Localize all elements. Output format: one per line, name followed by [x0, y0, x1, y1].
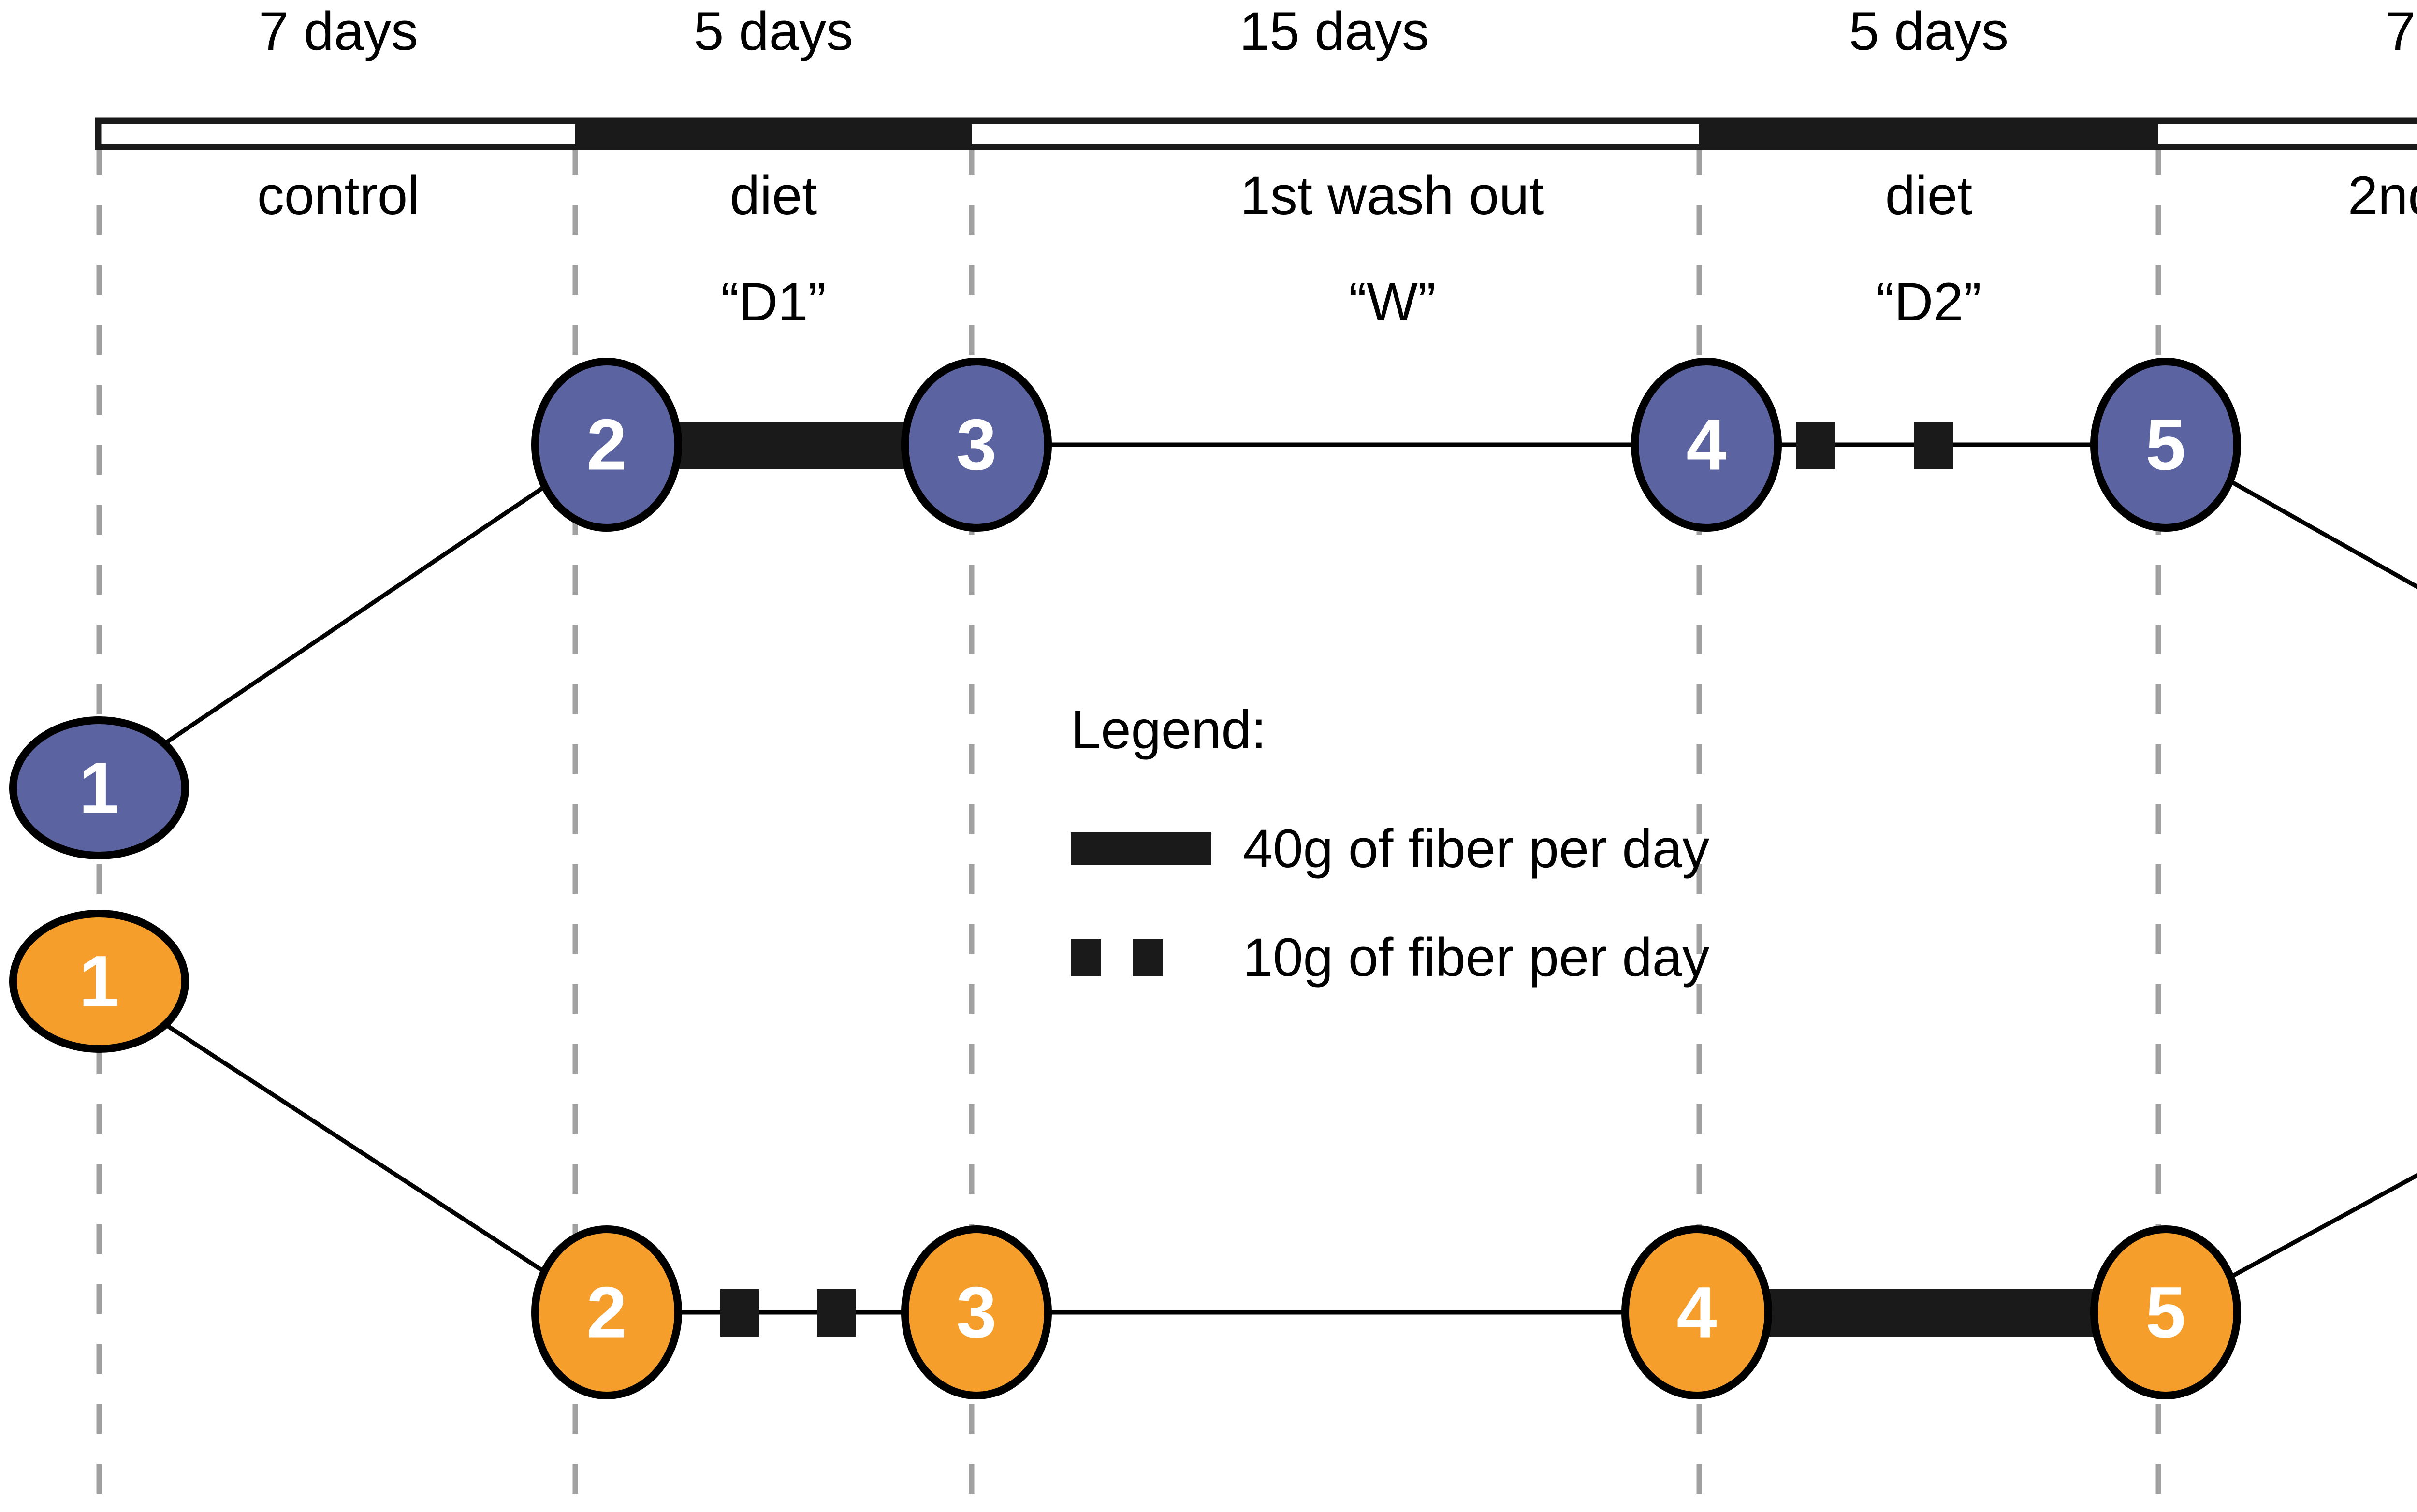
- phase-label-diet-1: diet: [729, 165, 817, 226]
- edge-blue-1-2: [98, 443, 608, 790]
- node-orange-3: [901, 1225, 1052, 1399]
- solid-bar-icon: [1071, 822, 1230, 875]
- timeline-block-diet-2: [1699, 118, 2158, 150]
- edge-orange-4-5-thick-40g: [1697, 1289, 2166, 1337]
- timeline-block-diet-1: [575, 118, 972, 150]
- duration-label-diet-2: 5 days: [1849, 1, 2009, 61]
- period-label-w: “W”: [1348, 272, 1436, 332]
- edge-blue-4-5-dash-b: [1914, 422, 1953, 469]
- edge-orange-5-6: [2164, 1173, 2417, 1314]
- edge-blue-4-5-dash-a: [1796, 422, 1835, 469]
- node-blue-1: [9, 716, 189, 859]
- duration-label-washout-2: 7 days: [2386, 1, 2417, 61]
- phase-label-control: control: [257, 165, 420, 226]
- node-orange-5: [2090, 1225, 2241, 1399]
- node-blue-5: [2090, 358, 2241, 532]
- orange-arm-nodes: [9, 910, 2241, 1399]
- blue-arm-nodes: [9, 358, 2241, 859]
- orange-arm-edges: [98, 979, 2417, 1337]
- duration-label-control: 7 days: [259, 1, 418, 61]
- duration-label-washout-1: 15 days: [1239, 1, 1429, 61]
- period-label-d1: “D1”: [721, 272, 826, 332]
- node-orange-4: [1621, 1225, 1772, 1399]
- node-orange-2: [531, 1225, 682, 1399]
- legend-item-10g: 10g of fiber per day: [1071, 930, 1709, 985]
- node-blue-4: [1631, 358, 1782, 532]
- period-label-d2: “D2”: [1876, 272, 1981, 332]
- phase-label-washout-1: 1st wash out: [1240, 165, 1544, 226]
- phase-label-diet-2: diet: [1885, 165, 1973, 226]
- dashed-bar-icon: [1071, 931, 1230, 984]
- phase-label-washout-2: 2nd wash out: [2347, 165, 2417, 226]
- legend-label-40g: 40g of fiber per day: [1243, 818, 1710, 879]
- legend-title: Legend:: [1071, 699, 1267, 760]
- node-orange-1: [9, 910, 189, 1053]
- duration-label-diet-1: 5 days: [694, 1, 853, 61]
- edge-blue-5-6: [2164, 443, 2417, 589]
- edge-orange-2-3-dash-a: [720, 1289, 759, 1337]
- legend-label-10g: 10g of fiber per day: [1243, 927, 1710, 988]
- edge-orange-2-3-dash-b: [817, 1289, 856, 1337]
- node-blue-2: [531, 358, 682, 532]
- node-blue-3: [901, 358, 1052, 532]
- legend-item-40g: 40g of fiber per day: [1071, 822, 1709, 876]
- timeline-bar: [95, 117, 2417, 150]
- edge-orange-1-2: [98, 979, 608, 1314]
